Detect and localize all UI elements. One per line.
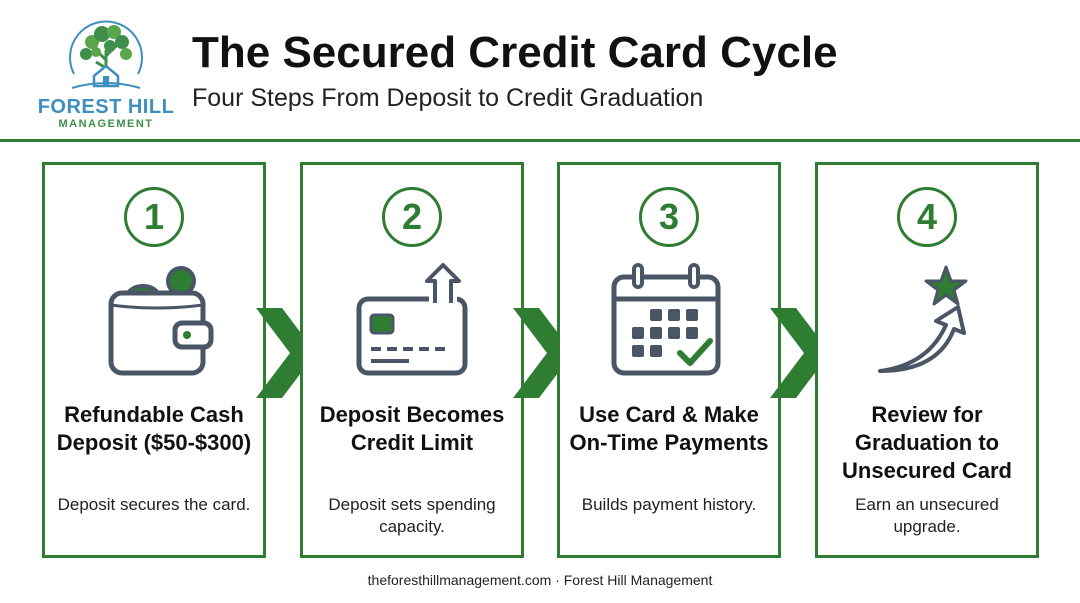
header: FOREST HILL MANAGEMENT The Secured Credi…: [0, 0, 1080, 142]
step-number-3: 3: [639, 187, 699, 247]
step-description-4: Earn an unsecured upgrade.: [855, 495, 999, 536]
step-card-4: 4 Review for Graduation to Unsecured Car…: [815, 162, 1039, 558]
logo-name: FOREST HILL: [37, 96, 175, 118]
step-title-2: Deposit Becomes Credit Limit: [319, 402, 505, 455]
step-title-1: Refundable Cash Deposit ($50-$300): [56, 402, 252, 455]
logo[interactable]: FOREST HILL MANAGEMENT: [36, 12, 176, 130]
step-card-2: 2 Deposit Becomes Credit Limit Deposit s…: [300, 162, 524, 558]
page-subtitle: Four Steps From Deposit to Credit Gradua…: [192, 84, 704, 112]
footer-text: theforesthillmanagement.com · Forest Hil…: [367, 572, 713, 588]
star-arrow-icon: [878, 265, 968, 373]
step-title-3: Use Card & Make On-Time Payments: [569, 402, 769, 455]
step-number-1: 1: [124, 187, 184, 247]
header-divider: [0, 139, 1080, 142]
step-number-2: 2: [382, 187, 442, 247]
step-title-4: Review for Graduation to Unsecured Card: [842, 402, 1012, 483]
step-card-3: 3 Use Card & Make On-Time Payments Build…: [557, 162, 781, 558]
page-title: The Secured Credit Card Cycle: [192, 28, 838, 77]
logo-subtitle: MANAGEMENT: [58, 118, 154, 130]
step-card-1: 1 Refundable Cash Deposit ($50-$300) Dep…: [42, 162, 266, 558]
calendar-check-icon: [611, 263, 721, 376]
wallet-coins-icon: [108, 266, 214, 376]
step-description-2: Deposit sets spending capacity.: [328, 495, 496, 536]
step-description-3: Builds payment history.: [581, 495, 757, 514]
step-number-4: 4: [897, 187, 957, 247]
tree-house-logo-icon: [69, 20, 143, 89]
credit-card-arrow-icon: [356, 263, 468, 376]
step-description-1: Deposit secures the card.: [57, 495, 251, 514]
